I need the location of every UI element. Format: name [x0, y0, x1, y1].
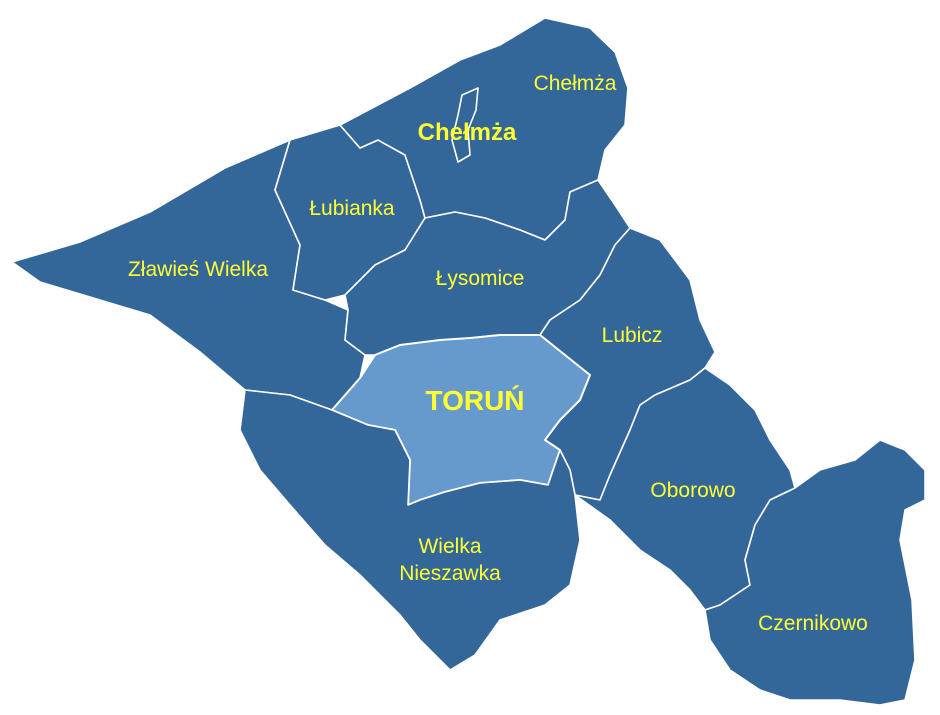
region-chelmza-miasto[interactable] [451, 87, 479, 163]
region-wielka-nieszawka[interactable] [239, 389, 581, 671]
label-czernikowo: Czernikowo [758, 612, 868, 635]
label-chelmza-gmina: Chełmża [534, 72, 617, 95]
label-torun: TORUŃ [425, 385, 524, 416]
label-lysomice: Łysomice [436, 267, 525, 290]
region-oborowo[interactable] [574, 367, 796, 611]
label-oborowo: Oborowo [650, 479, 735, 502]
label-lubicz: Lubicz [602, 324, 663, 347]
label-zlawies-wielka: Zławieś Wielka [128, 258, 268, 281]
region-czernikowo[interactable] [704, 439, 926, 706]
label-lubianka: Łubianka [309, 197, 395, 220]
label-wielka-nieszawka-line1: Wielka [418, 535, 481, 558]
label-wielka-nieszawka-line2: Nieszawka [399, 562, 501, 585]
label-chelmza-miasto: Chełmża [418, 119, 517, 146]
